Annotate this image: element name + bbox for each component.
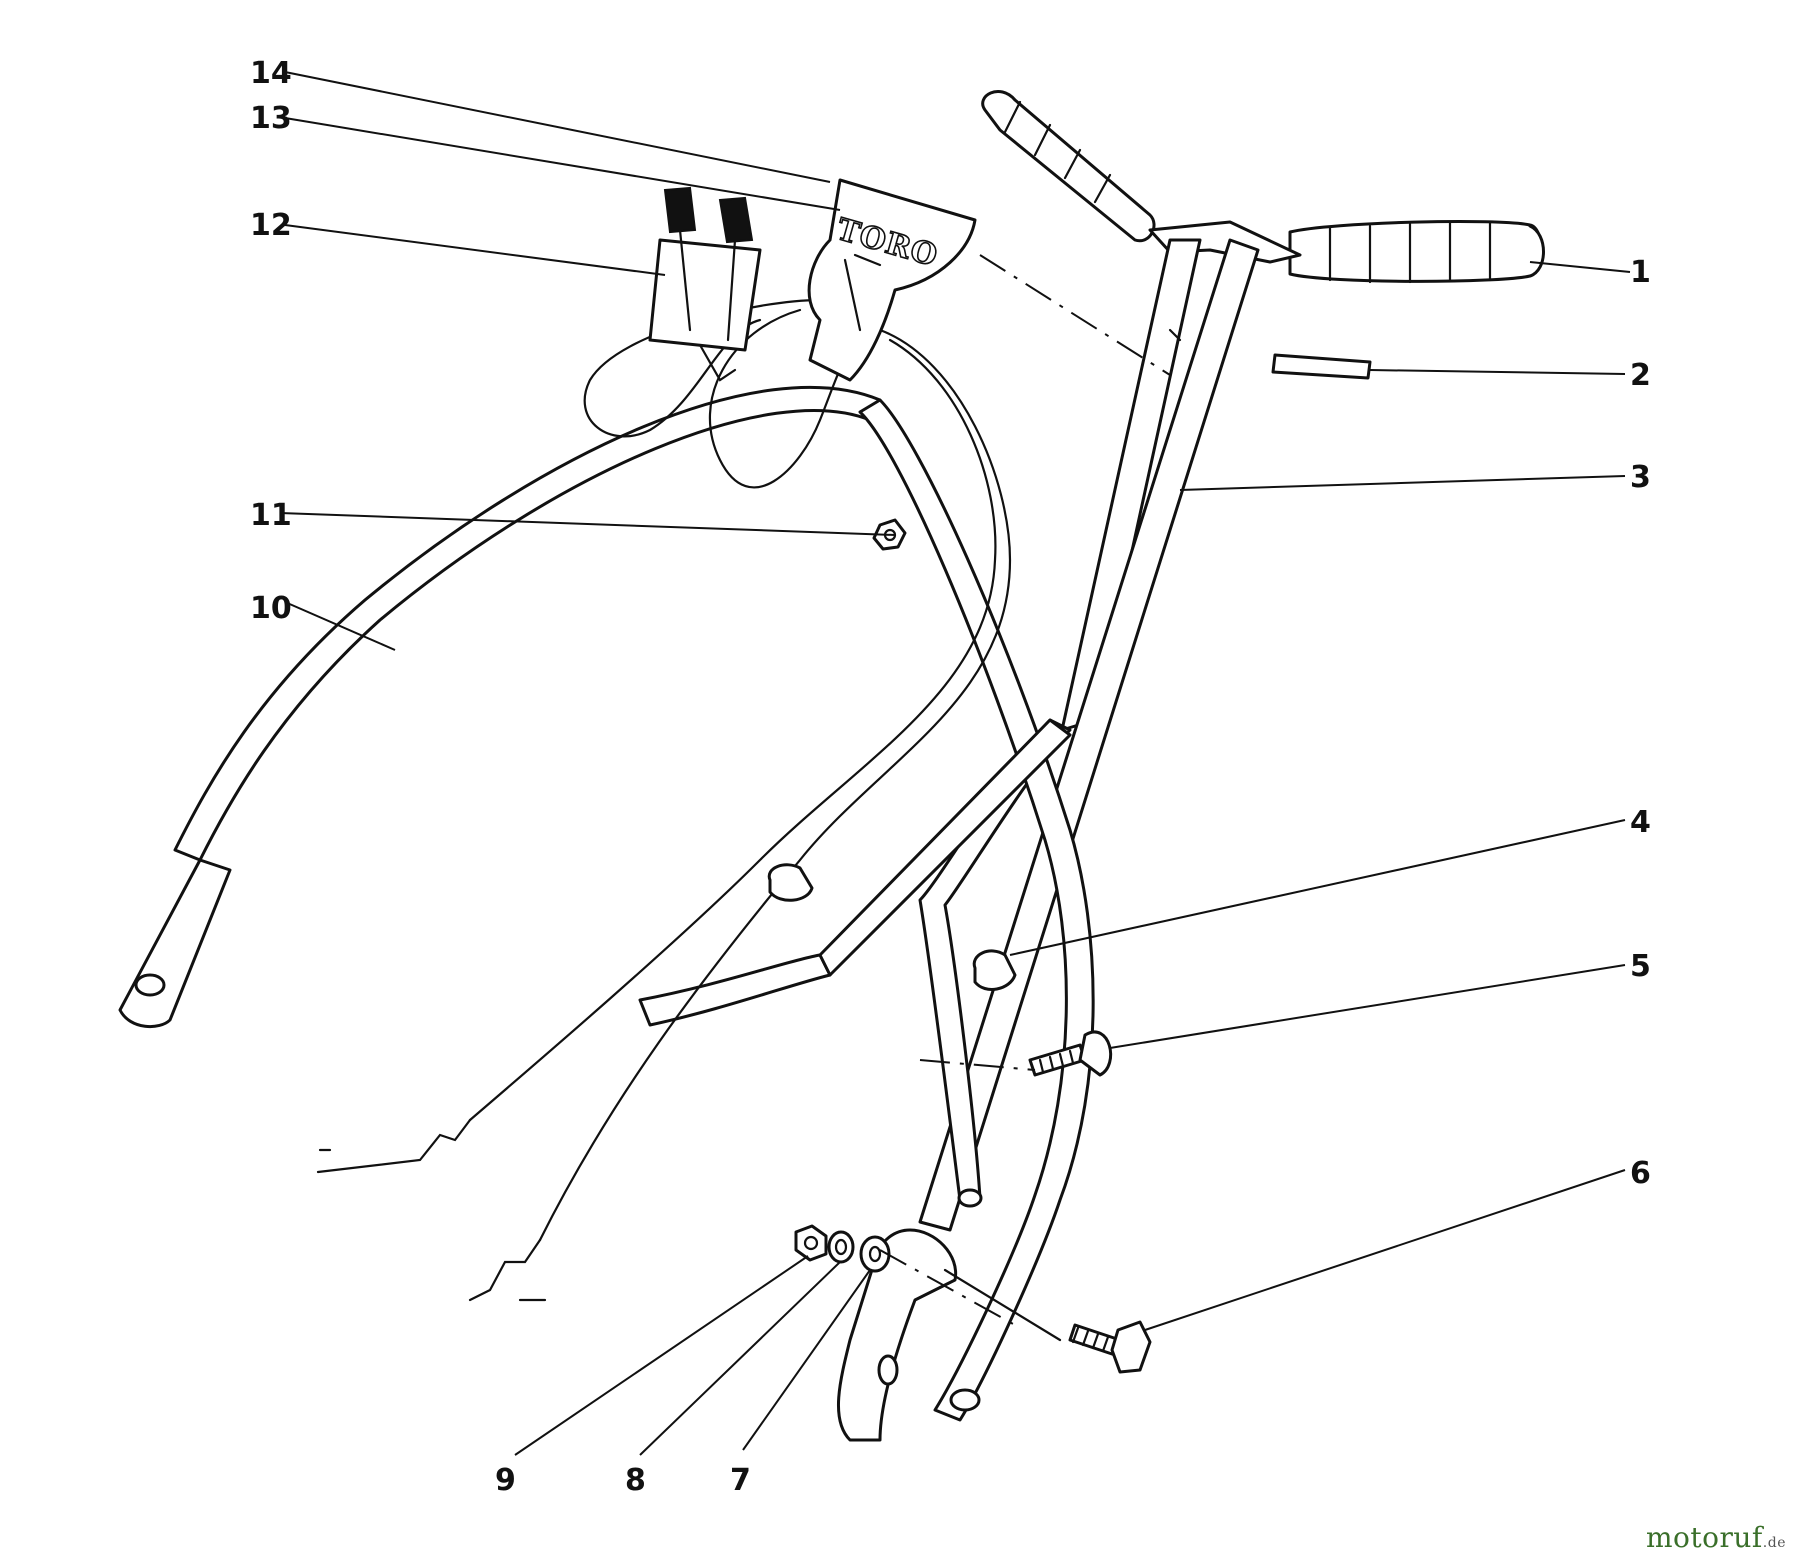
callout-labels: 1 2 3 4 5 6 7 8 9 10 11 12 13 14 [250,56,1651,1498]
lower-handle-tube [918,718,1072,1208]
foot-bar [638,718,1072,1027]
handle-grip-right [1288,220,1545,284]
callout-4: 4 [1630,805,1651,840]
callout-10: 10 [250,591,292,626]
callout-5: 5 [1630,949,1651,984]
watermark-logo: motoruf.de [1646,1521,1786,1554]
callout-6: 6 [1630,1156,1651,1191]
handle-grip-left [981,89,1156,243]
callout-8: 8 [625,1463,646,1498]
handle-bar-tubes [918,220,1302,1232]
leader-lines [279,71,1631,1456]
callout-9: 9 [495,1463,516,1498]
callout-14: 14 [250,56,292,91]
rear-support-arm [118,385,882,1029]
bolt-6 [1068,1320,1152,1374]
callout-1: 1 [1630,255,1651,290]
callout-11: 11 [250,498,292,533]
callout-13: 13 [250,101,292,136]
center-lines [879,254,1171,1326]
throttle-bracket: TORO [807,178,977,382]
callout-12: 12 [250,208,292,243]
hardware-stack [794,1224,891,1273]
callout-7: 7 [730,1463,751,1498]
watermark-tld: .de [1762,1535,1786,1551]
control-levers [648,186,762,382]
insert-2 [1271,353,1372,380]
callout-3: 3 [1630,460,1651,495]
callout-2: 2 [1630,358,1651,393]
clamp-4 [767,863,1017,991]
watermark-main: motoruf [1645,1521,1763,1554]
